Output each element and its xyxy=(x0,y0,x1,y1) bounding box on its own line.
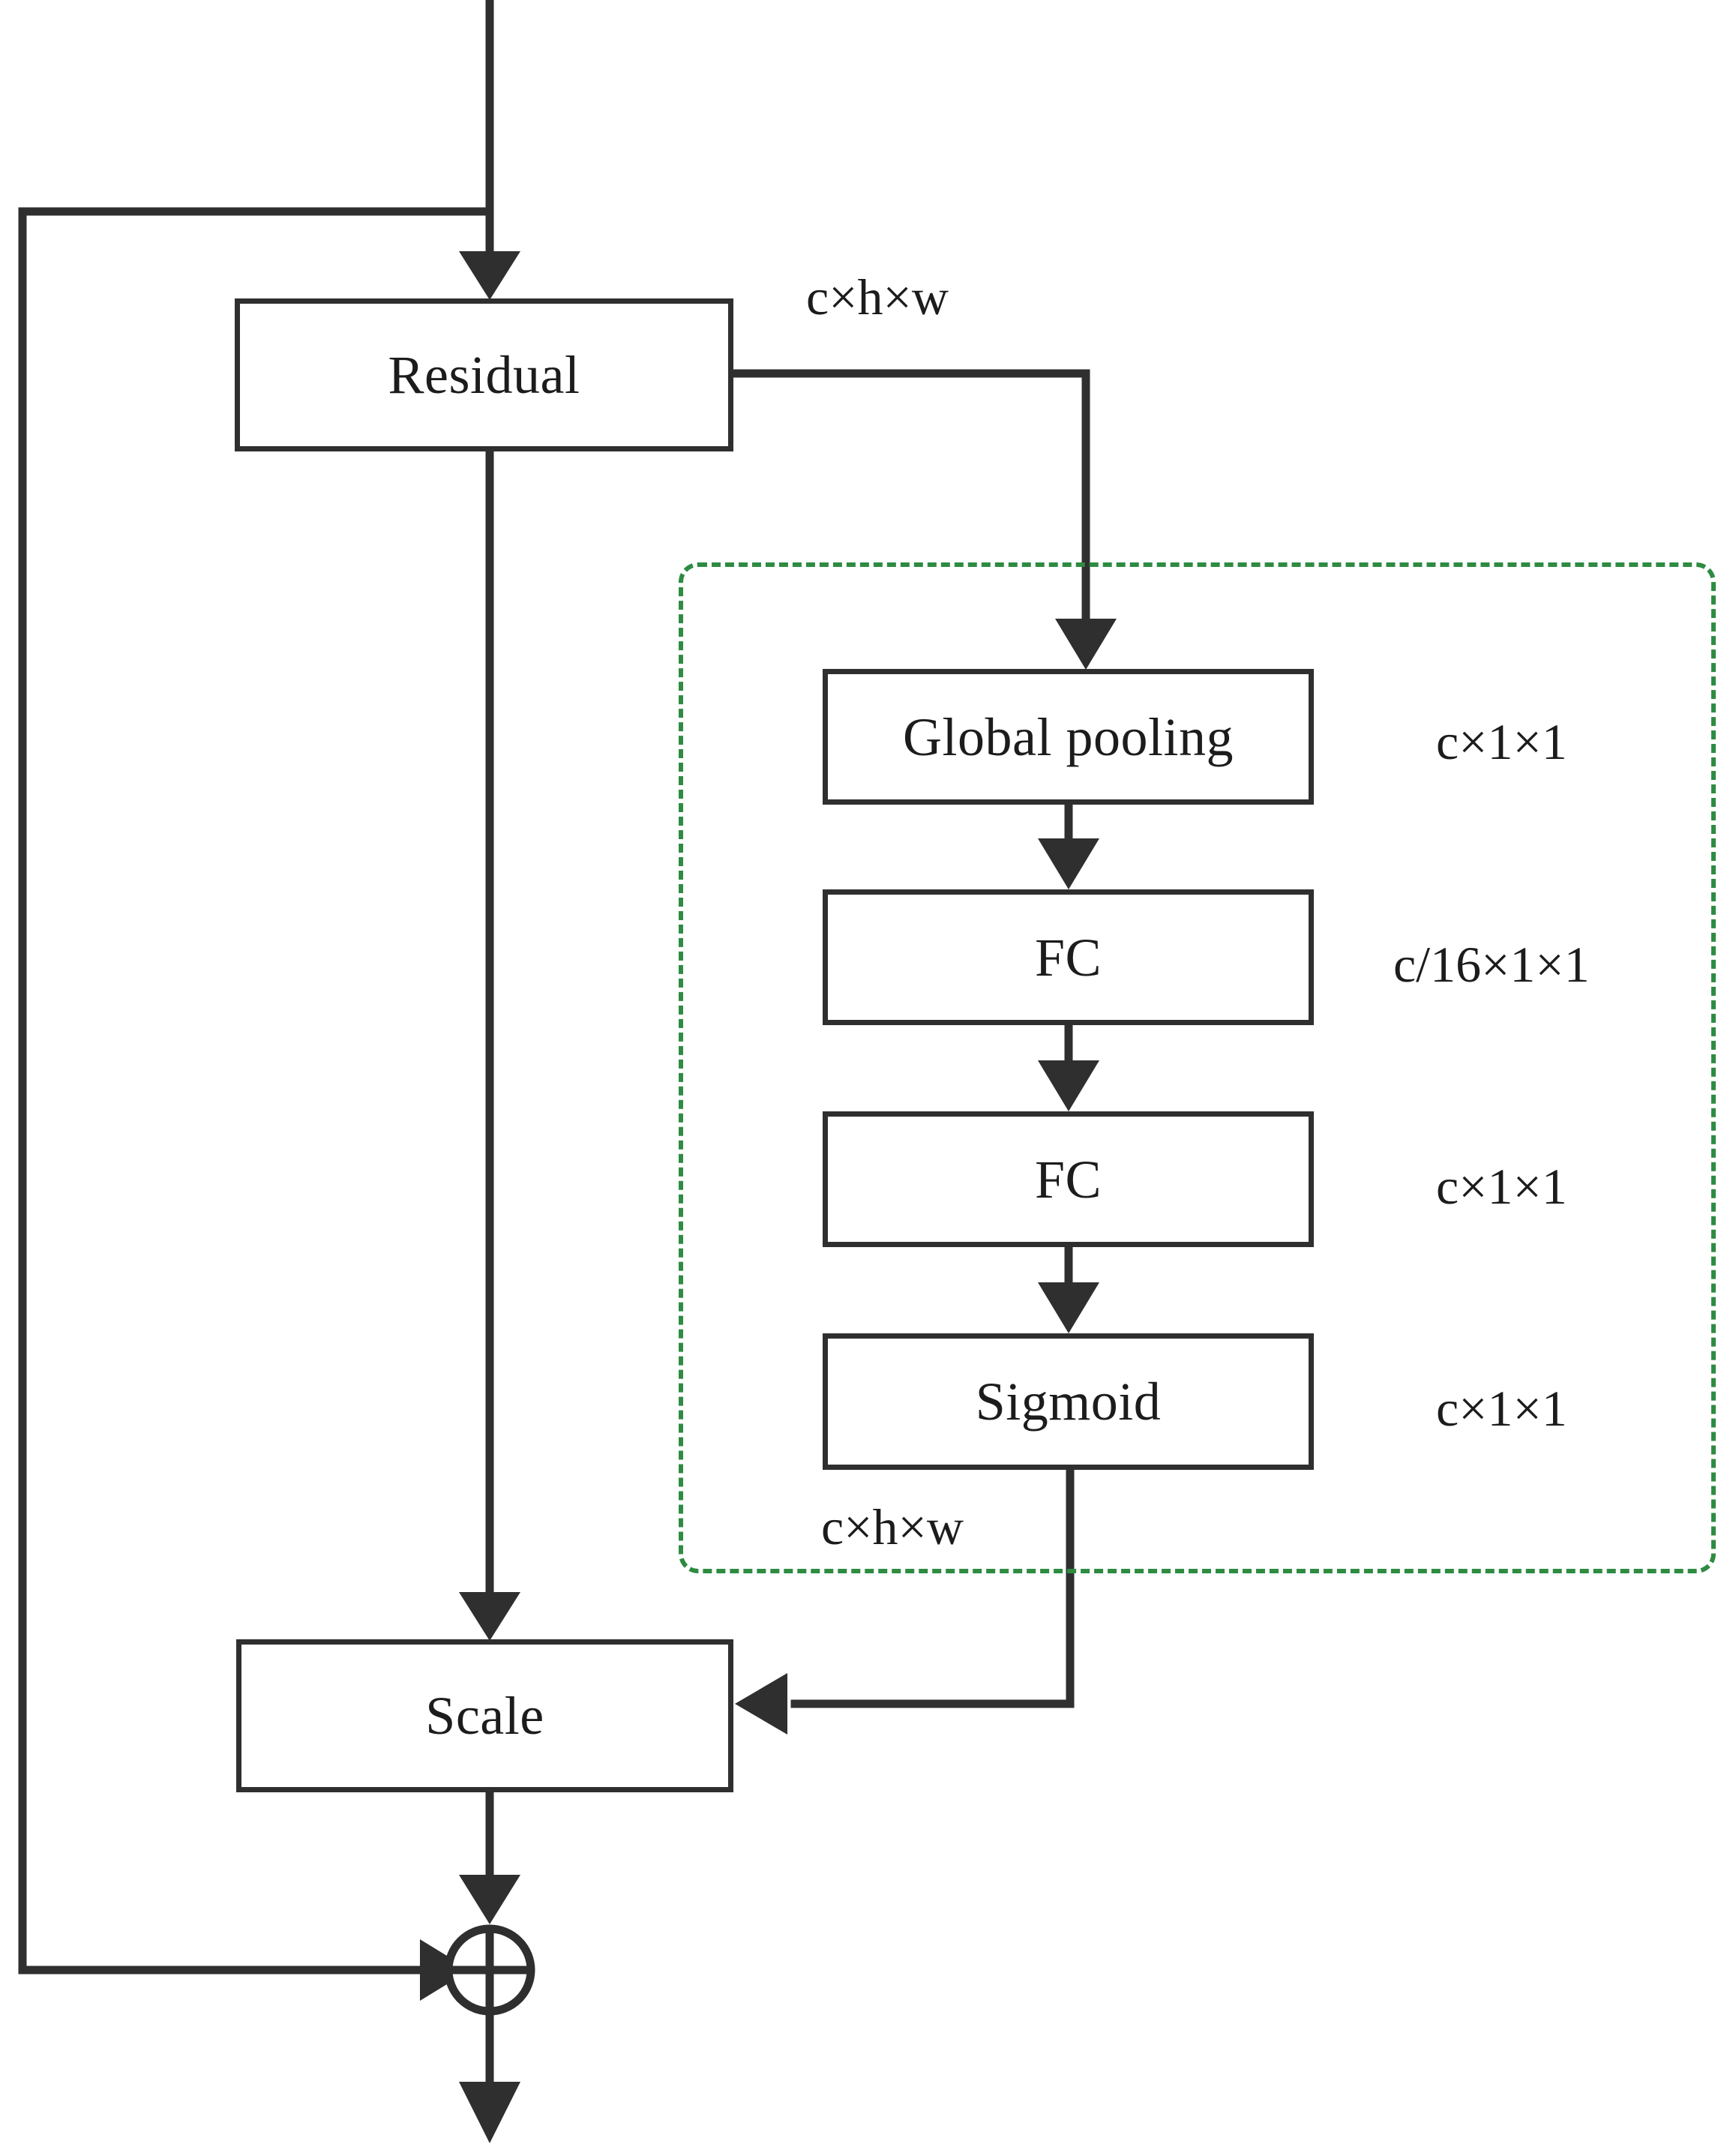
arrow-residual-to-global-pooling xyxy=(729,369,1117,670)
label-scale-input-shape: c×h×w xyxy=(821,1498,964,1555)
node-residual[interactable]: Residual xyxy=(235,298,733,451)
label-fc2-shape: c×1×1 xyxy=(1436,1158,1567,1215)
node-fc-2-label: FC xyxy=(1034,1149,1102,1210)
label-sigmoid-shape: c×1×1 xyxy=(1436,1380,1567,1437)
label-residual-output-shape: c×h×w xyxy=(806,268,949,325)
node-global-pooling-label: Global pooling xyxy=(903,706,1234,767)
node-residual-label: Residual xyxy=(388,345,580,405)
node-fc-1[interactable]: FC xyxy=(823,889,1314,1025)
node-fc-1-label: FC xyxy=(1034,927,1102,988)
arrow-scale-to-sum xyxy=(459,1792,520,1924)
arrow-fc1-to-fc2 xyxy=(1038,1025,1099,1111)
arrow-sigmoid-to-scale xyxy=(735,1465,1075,1735)
label-global-pooling-shape: c×1×1 xyxy=(1436,713,1567,770)
node-scale-label: Scale xyxy=(425,1686,544,1746)
arrow-sum-to-output xyxy=(459,2011,520,2143)
arrow-input-to-residual xyxy=(459,0,520,300)
circled-plus-icon xyxy=(444,1924,535,2016)
node-fc-2[interactable]: FC xyxy=(823,1111,1314,1247)
arrow-residual-to-scale xyxy=(459,451,520,1641)
node-scale[interactable]: Scale xyxy=(236,1639,733,1792)
arrow-fc2-to-sigmoid xyxy=(1038,1247,1099,1333)
label-fc1-shape: c/16×1×1 xyxy=(1393,936,1590,993)
node-sigmoid-label: Sigmoid xyxy=(975,1372,1162,1432)
arrow-global-pooling-to-fc1 xyxy=(1038,805,1099,889)
node-sigmoid[interactable]: Sigmoid xyxy=(823,1333,1314,1470)
node-global-pooling[interactable]: Global pooling xyxy=(823,669,1314,805)
